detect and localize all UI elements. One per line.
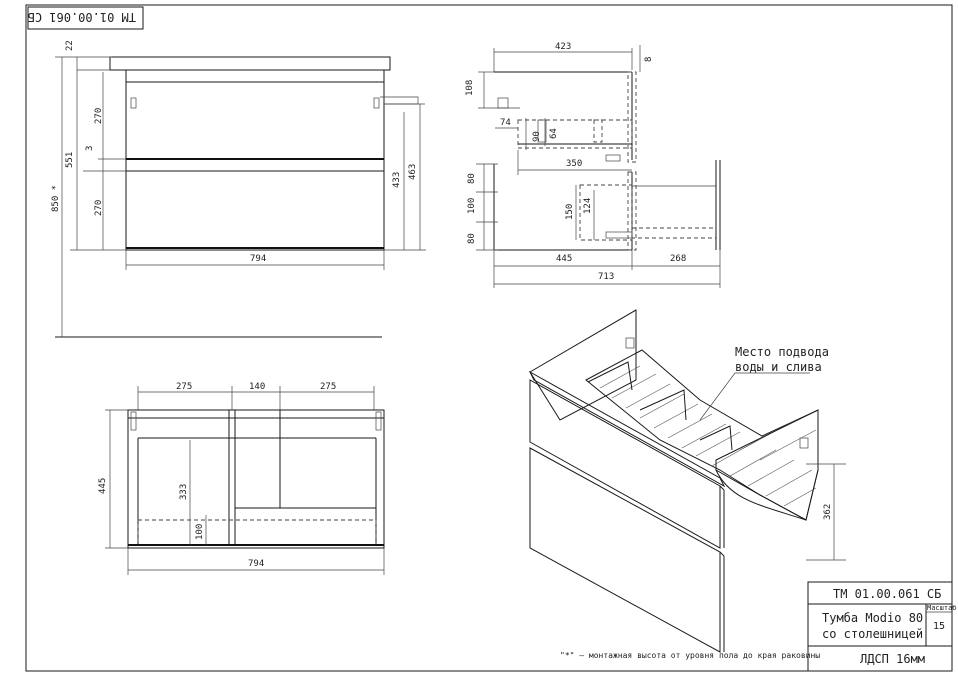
front-dim-794: 794 — [250, 254, 266, 264]
front-dim-463: 463 — [408, 164, 418, 180]
side-dim-713: 713 — [598, 272, 614, 282]
top-dim-333: 333 — [179, 484, 189, 500]
callout-text-line2: воды и слива — [735, 360, 822, 374]
top-dim-100: 100 — [195, 524, 205, 540]
sheet-frame — [25, 4, 953, 672]
front-dim-22: 22 — [65, 40, 75, 51]
top-dim-445: 445 — [98, 478, 108, 494]
side-dim-74: 74 — [500, 118, 511, 128]
title-block: ТМ 01.00.061 СБ Тумба Modio 80 со столеш… — [807, 581, 957, 672]
front-dim-270b: 270 — [94, 200, 104, 216]
side-dim-80b: 80 — [467, 233, 477, 244]
title-line2: со столешницей — [822, 627, 923, 641]
scale-value: 15 — [933, 621, 945, 632]
side-dim-90: 90 — [532, 131, 542, 142]
top-view: 275 140 275 445 333 100 794 — [98, 382, 385, 575]
side-dim-80a: 80 — [467, 173, 477, 184]
front-dim-433: 433 — [392, 172, 402, 188]
mirrored-code-text: ТМ 01.00.061 СБ — [28, 10, 136, 24]
iso-dim-362: 362 — [823, 504, 833, 520]
front-dim-850: 850 * — [51, 185, 61, 212]
title-code: ТМ 01.00.061 СБ — [833, 587, 941, 601]
side-section-view: 423 8 108 74 64 90 350 — [465, 42, 721, 288]
side-dim-350: 350 — [566, 159, 582, 169]
top-dim-794: 794 — [248, 559, 264, 569]
bracket-icon — [625, 337, 635, 349]
side-dim-268: 268 — [670, 254, 686, 264]
material-label: ЛДСП 16мм — [860, 652, 925, 666]
side-dim-124: 124 — [583, 198, 593, 214]
side-dim-64: 64 — [549, 128, 559, 139]
top-dim-275b: 275 — [320, 382, 336, 392]
side-dim-150: 150 — [565, 204, 575, 220]
title-line1: Тумба Modio 80 — [822, 611, 923, 625]
front-view: 22 270 3 551 270 850 * 433 463 794 — [51, 40, 426, 338]
front-dim-3: 3 — [85, 146, 95, 151]
footnote: "*" – монтажная высота от уровня пола до… — [560, 651, 820, 660]
callout-text-line1: Место подвода — [735, 345, 829, 359]
side-dim-8: 8 — [644, 57, 654, 62]
top-dim-275a: 275 — [176, 382, 192, 392]
side-dim-423: 423 — [555, 42, 571, 52]
bracket-icon — [799, 437, 809, 449]
isometric-view: Место подвода воды и слива 362 — [528, 309, 846, 653]
scale-label: Масштаб — [927, 604, 957, 612]
top-dim-140: 140 — [249, 382, 265, 392]
mirrored-code-stamp: ТМ 01.00.061 СБ — [27, 6, 144, 30]
side-dim-100: 100 — [467, 198, 477, 214]
side-dim-108: 108 — [465, 80, 475, 96]
section-hatching — [599, 365, 817, 507]
side-dim-445: 445 — [556, 254, 572, 264]
front-dim-270a: 270 — [94, 108, 104, 124]
front-dim-551: 551 — [65, 152, 75, 168]
